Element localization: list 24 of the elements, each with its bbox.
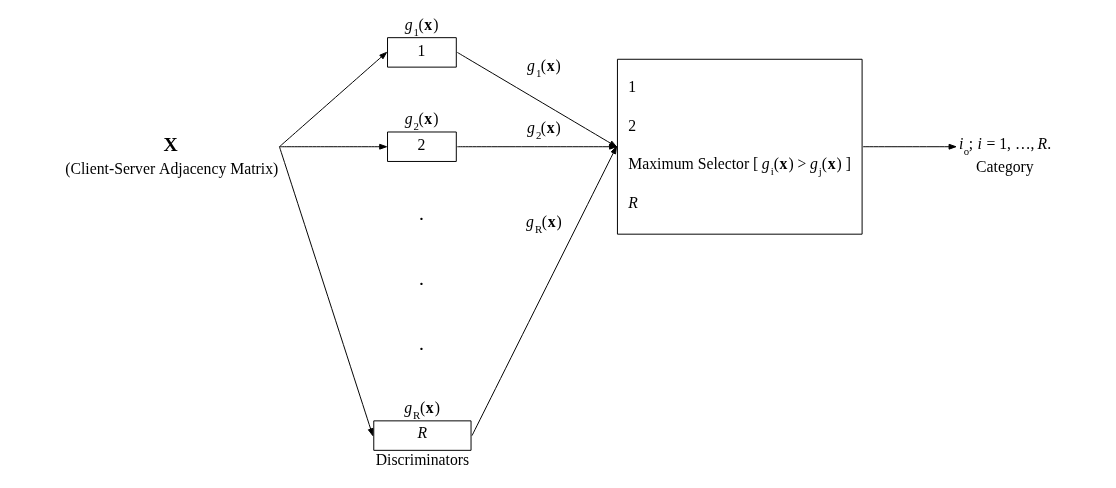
node-label: (Client-Server Adjacency Matrix)	[65, 160, 279, 178]
arrow	[278, 51, 388, 148]
node-box: 1	[387, 37, 457, 68]
label: .	[418, 202, 424, 225]
node-label: g$_{1}$(x)	[404, 15, 439, 38]
arrow	[471, 146, 617, 437]
edge-label: g$_{1}$(x)	[527, 56, 561, 79]
arrow	[278, 146, 374, 437]
node-text: i$_{o}$; i = 1, …, R.	[958, 135, 1052, 158]
node-text: X	[163, 132, 178, 155]
arrow	[862, 143, 957, 150]
node-label: g$_{R}$(x)	[404, 398, 440, 421]
label: .	[418, 332, 424, 355]
node-box: 1 2 Maximum Selector [ g$_{i}$(x) > g$_{j}$(x) ] R	[616, 58, 863, 235]
arrow	[278, 143, 388, 150]
node-box: R	[373, 420, 472, 451]
node-box: 2	[387, 131, 457, 162]
edge-label: g$_{R}$(x)	[526, 213, 562, 236]
node-label: Discriminators	[375, 450, 470, 468]
node-label: g$_{2}$(x)	[404, 109, 439, 132]
edge-label: g$_{2}$(x)	[527, 118, 561, 141]
node-label: Category	[976, 158, 1034, 176]
label: .	[418, 267, 424, 290]
arrow	[456, 143, 617, 150]
